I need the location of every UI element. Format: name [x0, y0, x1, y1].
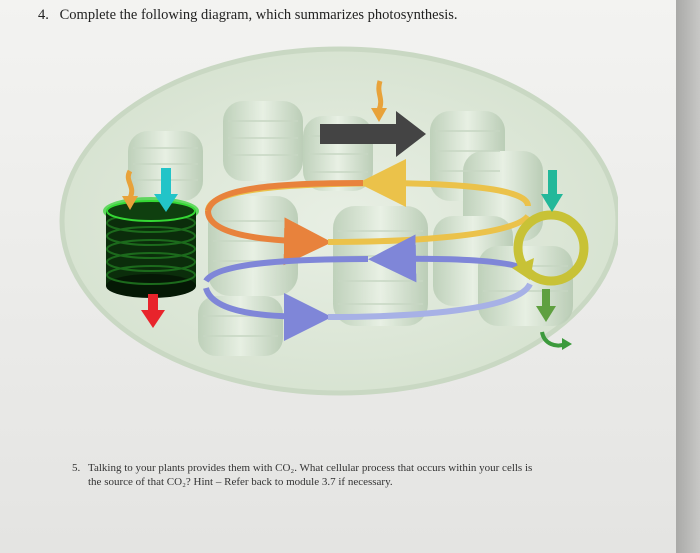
lavender-loop-bottom: [203, 286, 332, 341]
arrow-out-green-icon: [536, 289, 556, 322]
arrow-in-orange-left-icon: [122, 169, 138, 210]
arrow-in-cyan-left-icon: [154, 168, 178, 212]
cycle-ring-arrowhead: [512, 258, 534, 280]
worksheet-page: 4. Complete the following diagram, which…: [0, 0, 676, 553]
granum-stack: [103, 197, 199, 298]
yellow-loop-bottom: [327, 213, 531, 245]
question-5-number: 5.: [72, 462, 81, 474]
arrow-out-red-icon: [141, 294, 165, 328]
blue-loop-top: [203, 256, 369, 283]
arrow-in-cyan-right-icon: [541, 170, 563, 212]
arrow-in-orange-top-icon: [371, 80, 387, 122]
question-5-line1: Talking to your plants provides them wit…: [88, 462, 533, 474]
photosynthesis-diagram: [59, 46, 618, 396]
yellow-loop-arrow: [358, 159, 531, 208]
page-edge-shadow: [676, 0, 700, 553]
question-4: 4. Complete the following diagram, which…: [38, 7, 458, 24]
question-5-line2: the source of that CO₂? Hint – Refer bac…: [88, 476, 393, 488]
question-5: 5. Talking to your plants provides them w…: [72, 461, 632, 489]
arrow-curved-green-icon: [540, 331, 572, 350]
question-4-text: Complete the following diagram, which su…: [59, 7, 458, 23]
lavender-loop-bottom-right: [327, 282, 533, 320]
orange-loop-bottom: [205, 210, 332, 266]
arrow-dark-large-icon: [320, 111, 426, 157]
cycle-ring-icon: [513, 210, 589, 286]
question-4-number: 4.: [38, 7, 49, 23]
orange-loop-top: [205, 180, 364, 213]
